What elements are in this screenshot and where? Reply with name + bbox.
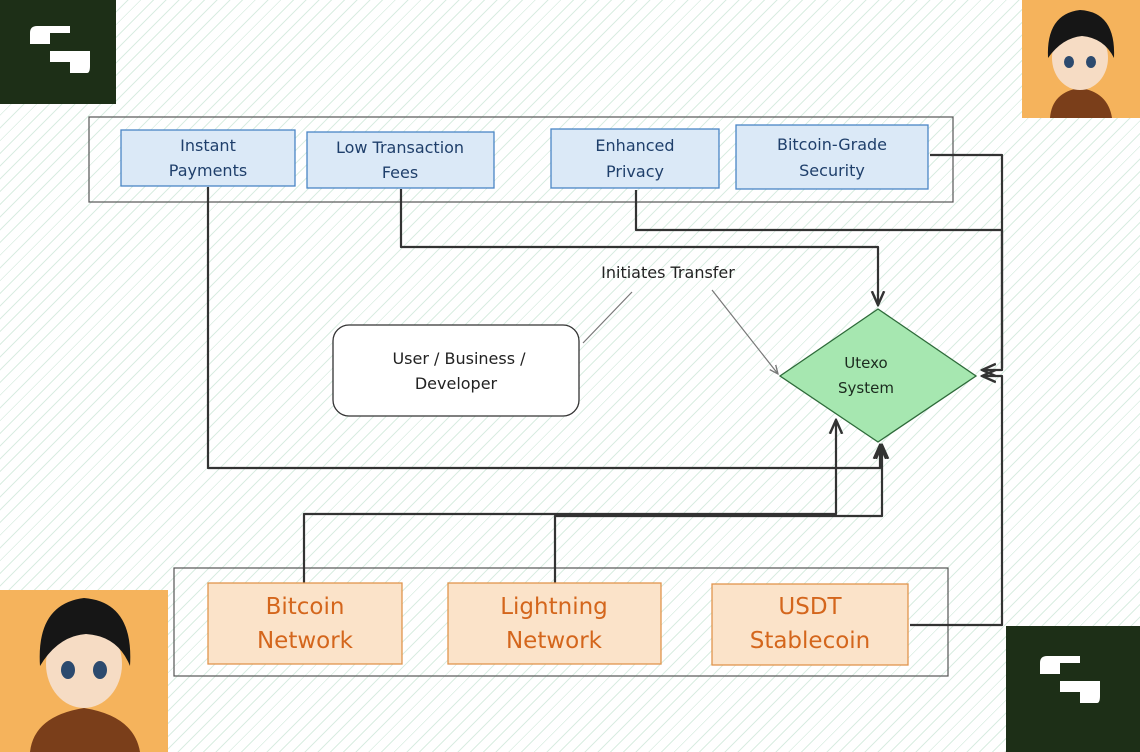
utexo-system-line2: System — [838, 379, 894, 397]
benefit-enhanced-privacy-line2: Privacy — [606, 162, 664, 181]
benefit-low-fees-line2: Fees — [382, 163, 418, 182]
benefit-instant-payments: Instant Payments — [120, 129, 296, 187]
connector-bitcoin-security — [930, 153, 1004, 368]
utexo-system-line1: Utexo — [844, 354, 887, 372]
network-lightning-line2: Network — [506, 628, 603, 654]
connector-bitcoin-network — [302, 420, 836, 583]
avatar-bottom-left — [0, 590, 168, 752]
benefit-enhanced-privacy-line1: Enhanced — [595, 136, 674, 155]
utexo-system-node: Utexo System — [778, 308, 978, 443]
connector-low-fees — [399, 189, 878, 305]
network-bitcoin: Bitcoin Network — [207, 582, 403, 665]
network-bitcoin-line2: Network — [257, 628, 354, 654]
network-usdt-stablecoin: USDT Stablecoin — [711, 583, 909, 666]
user-node-line1: User / Business / — [392, 349, 526, 368]
benefit-instant-payments-line2: Payments — [169, 161, 247, 180]
benefit-bitcoin-grade-security: Bitcoin-Grade Security — [735, 124, 929, 190]
connector-usdt-stablecoin — [910, 376, 1004, 627]
benefit-low-fees-line1: Low Transaction — [336, 138, 464, 157]
connector-label-to-system — [711, 289, 778, 374]
initiates-transfer-label: Initiates Transfer — [601, 263, 735, 282]
logo-top-left — [0, 0, 116, 104]
network-lightning: Lightning Network — [447, 582, 662, 665]
user-node: User / Business / Developer — [332, 324, 580, 417]
logo-bottom-right — [1006, 626, 1140, 752]
network-usdt-line2: Stablecoin — [750, 628, 871, 654]
avatar-top-right — [1022, 0, 1140, 118]
benefit-low-transaction-fees: Low Transaction Fees — [306, 131, 495, 189]
network-usdt-line1: USDT — [778, 594, 842, 620]
network-lightning-line1: Lightning — [500, 594, 608, 620]
network-bitcoin-line1: Bitcoin — [266, 594, 345, 620]
benefit-security-line1: Bitcoin-Grade — [777, 135, 887, 154]
benefit-enhanced-privacy: Enhanced Privacy — [550, 128, 720, 189]
benefits-group — [88, 116, 954, 203]
connector-user-to-label — [582, 291, 633, 344]
user-node-line2: Developer — [415, 374, 498, 393]
networks-group — [173, 567, 949, 677]
benefit-instant-payments-line1: Instant — [180, 136, 236, 155]
connector-lightning-network — [553, 445, 882, 583]
benefit-security-line2: Security — [799, 161, 865, 180]
